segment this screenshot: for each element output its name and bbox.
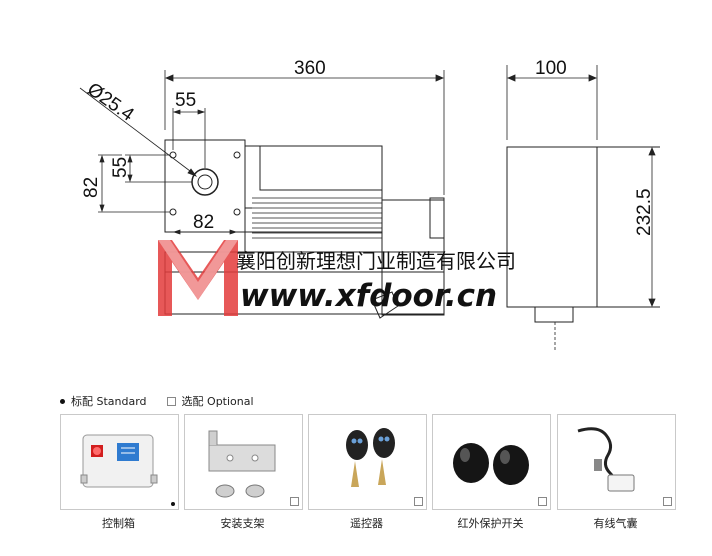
accessory-caption: 控制箱 <box>102 517 135 530</box>
standard-mark-icon <box>171 502 175 506</box>
accessory-card-wired-airbag <box>557 414 676 510</box>
watermark-company-name: 襄阳创新理想门业制造有限公司 <box>236 249 516 273</box>
diameter-label: Ø25.4 <box>83 79 138 126</box>
side-view-foot <box>534 306 574 323</box>
legend-standard: 标配 Standard <box>71 395 147 408</box>
optional-mark-icon <box>538 497 547 506</box>
accessory-cards <box>60 414 676 510</box>
cooling-fins <box>252 197 382 239</box>
height-dim-label: 232.5 <box>634 188 655 236</box>
infrared-sensor-image <box>453 443 529 485</box>
optional-marker-icon <box>166 396 176 406</box>
wired-airbag-image <box>577 427 635 492</box>
accessory-card-control-box <box>60 414 179 510</box>
accessory-caption: 安装支架 <box>220 517 265 530</box>
optional-mark-icon <box>290 497 299 506</box>
side-82-label: 82 <box>81 177 102 198</box>
accessory-card-remote <box>308 414 427 510</box>
accessory-card-mounting-bracket <box>184 414 303 510</box>
top-55-label: 55 <box>175 90 196 111</box>
optional-mark-icon <box>663 497 672 506</box>
accessory-caption: 有线气囊 <box>593 517 638 530</box>
shaft-hole <box>191 168 219 196</box>
width-dim-label: 100 <box>535 58 567 79</box>
side-view-body <box>506 146 598 308</box>
standard-marker-icon <box>60 398 65 404</box>
accessory-caption: 红外保护开关 <box>457 517 524 530</box>
company-logo <box>158 240 238 316</box>
accessory-caption: 遥控器 <box>350 517 383 530</box>
bottom-82-label: 82 <box>193 212 214 233</box>
control-box-image <box>80 434 158 488</box>
legend: 标配 Standard 选配 Optional <box>60 393 254 409</box>
remote-image <box>346 428 395 487</box>
optional-mark-icon <box>414 497 423 506</box>
mounting-bracket-image <box>208 430 276 498</box>
motor-dimension-drawing: 360 100 232.5 55 82 55 82 Ø25.4 襄阳创新理想门业… <box>79 58 660 350</box>
release-lever <box>371 291 399 319</box>
watermark-url: www.xfdoor.cn <box>240 278 497 314</box>
accessory-card-infrared-sensor <box>432 414 551 510</box>
side-55-label: 55 <box>110 157 131 178</box>
length-dim-label: 360 <box>294 58 326 79</box>
legend-optional: 选配 Optional <box>181 395 254 408</box>
motor-body <box>244 145 383 209</box>
